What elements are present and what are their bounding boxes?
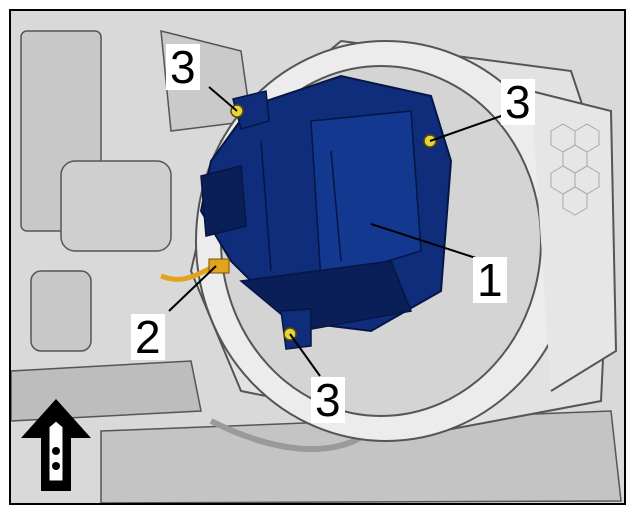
callout-1: 1 bbox=[473, 257, 507, 303]
callout-3-right: 3 bbox=[501, 79, 535, 125]
callout-2: 2 bbox=[131, 314, 165, 360]
blower-control-module bbox=[199, 74, 453, 350]
housing-texture bbox=[550, 123, 600, 216]
callout-3-top-left: 3 bbox=[166, 44, 200, 90]
forward-arrow-icon bbox=[21, 399, 91, 491]
leader-lines bbox=[168, 86, 505, 377]
callout-3-bottom: 3 bbox=[311, 377, 345, 423]
wiring-harness bbox=[160, 258, 230, 282]
illustration-frame: 1 2 3 3 3 bbox=[9, 9, 626, 505]
